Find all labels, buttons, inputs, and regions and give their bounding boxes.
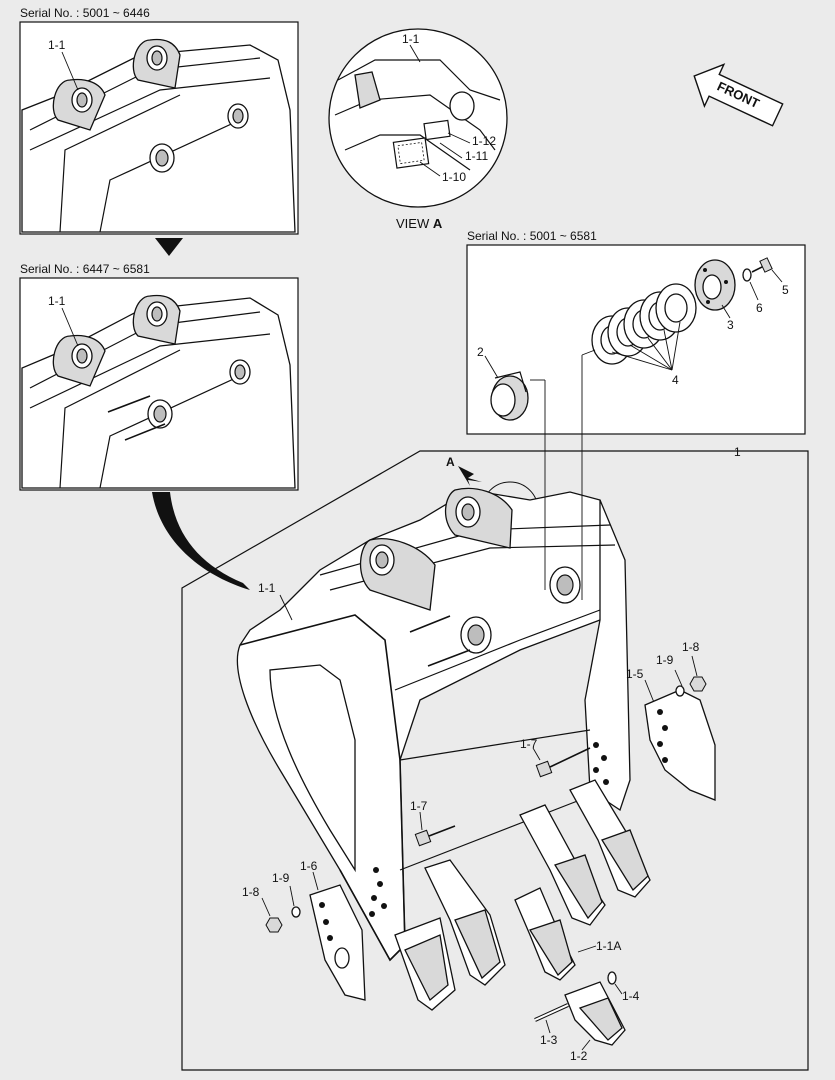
label-1-2: 1-2 [570, 1049, 588, 1063]
label-1-8-right: 1-8 [682, 640, 700, 654]
inset-mid-bar-2 [124, 423, 166, 441]
label-1-6: 1-6 [300, 859, 318, 873]
label-part-2: 2 [477, 345, 484, 359]
shim-assembly-box: 2 4 3 6 [466, 244, 806, 435]
main-label-1-1: 1-1 [258, 581, 276, 595]
inset-serial-5001-6446: 1-1 [19, 21, 299, 235]
arrow-a-letter: A [446, 455, 455, 469]
view-a-label-1-11: 1-11 [465, 149, 488, 163]
part-1-5-side-cutter [644, 689, 716, 801]
front-arrow-icon [693, 63, 784, 127]
view-a-label-1-1: 1-1 [402, 32, 420, 46]
serial-mid-left: Serial No. : 6447 ~ 6581 [20, 262, 150, 276]
tooth-1-1A [514, 887, 576, 981]
view-a-detail: 1-1 1-12 1-11 1-10 [328, 28, 508, 208]
view-a-arrow-icon [458, 466, 482, 486]
label-1-1A: 1-1A [596, 939, 621, 953]
view-a-plate-1-12 [423, 119, 451, 141]
label-1-7-upper: 1-7 [520, 737, 538, 751]
view-a-circle [328, 28, 508, 208]
tooth-3 [519, 804, 606, 926]
part-1-8-nut-right [689, 676, 707, 692]
view-a-label-1-12: 1-12 [472, 134, 496, 148]
tooth-1 [394, 917, 456, 1011]
curved-arrow-icon [152, 492, 250, 590]
label-1-7-lower: 1-7 [410, 799, 428, 813]
part-5-bolt [751, 257, 773, 273]
inset-serial-6447-6581: 1-1 [19, 277, 299, 491]
serial-top-left: Serial No. : 5001 ~ 6446 [20, 6, 150, 20]
part-1-4-lock [607, 971, 617, 985]
part-6-washer [742, 268, 752, 282]
part-1-8-nut-left [265, 917, 283, 933]
label-1-9-right: 1-9 [656, 653, 674, 667]
label-part-3: 3 [727, 318, 734, 332]
label-part-1: 1 [734, 445, 741, 459]
main-frame [181, 450, 809, 1071]
main-bucket: 1-1 [236, 349, 631, 962]
label-1-4: 1-4 [622, 989, 640, 1003]
down-arrow-icon [155, 238, 183, 256]
label-part-4: 4 [672, 373, 679, 387]
bucket-side-opening [269, 664, 356, 873]
inset-mid-label-1-1: 1-1 [48, 294, 66, 308]
part-1-7-bolt-lower [414, 825, 456, 847]
inset-top-label-1-1: 1-1 [48, 38, 66, 52]
serial-right-box: Serial No. : 5001 ~ 6581 [467, 229, 597, 243]
inset-mid-bar-1 [107, 395, 151, 413]
label-1-9-left: 1-9 [272, 871, 290, 885]
label-1-3: 1-3 [540, 1033, 558, 1047]
part-4-shims [591, 283, 697, 365]
part-1-9-washer-left [291, 906, 301, 918]
tooth-2 [424, 859, 506, 986]
label-1-8-left: 1-8 [242, 885, 260, 899]
view-a-label-1-10: 1-10 [442, 170, 466, 184]
view-a-title: VIEW A [396, 216, 443, 231]
tooth-4 [569, 779, 651, 898]
label-1-5: 1-5 [626, 667, 644, 681]
tooth-1-2-exploded [564, 981, 626, 1046]
part-1-9-washer-right [675, 685, 685, 697]
bucket-teeth [394, 779, 651, 1046]
view-a-boss [449, 91, 475, 121]
part-1-7-bolt-upper [535, 747, 591, 778]
label-part-5: 5 [782, 283, 789, 297]
label-part-6: 6 [756, 301, 763, 315]
part-1-6-side-cutter [309, 884, 366, 1001]
part-1-3-pin [534, 1003, 569, 1022]
